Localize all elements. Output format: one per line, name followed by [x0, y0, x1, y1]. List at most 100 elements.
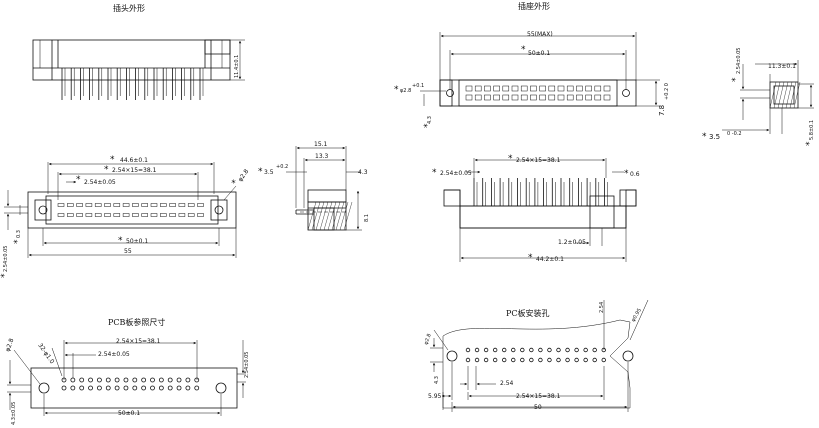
dim-pcbs-pitch-v: 2.54 — [599, 302, 605, 313]
pcb-hole — [123, 385, 129, 391]
pcb-hole — [176, 377, 182, 383]
socket-contact — [585, 85, 592, 92]
dim-socket-end-pitch: 2.54±0.05 — [736, 48, 742, 74]
pcb-plug-hole-grid — [61, 377, 200, 391]
dim-socket-front-pin: 0.6 — [630, 171, 640, 178]
dim-socket-end-width: 11.3±0.1 — [768, 63, 796, 70]
pin-contact — [132, 203, 139, 207]
dim-socket-front-offset: 1.2±0.05 — [558, 239, 586, 246]
pcb-socket-hole-grid — [465, 347, 606, 363]
pcb-hole — [601, 357, 606, 363]
socket-contact — [520, 85, 528, 92]
title-socket: 插座外形 — [518, 1, 550, 11]
star-13: * — [702, 132, 707, 142]
pin-contact — [76, 203, 83, 207]
dim-pcbs-pitch: 2.54 — [500, 380, 514, 387]
pin-contact — [122, 203, 130, 207]
pcb-hole — [538, 357, 543, 363]
dim-plug-height: 11.4±0.1 — [234, 55, 240, 78]
star-6: * — [0, 273, 10, 278]
pcb-hole — [547, 347, 552, 353]
title-pcb-plug: PCB板参照尺寸 — [108, 317, 165, 327]
dim-plug-inner: 44.6±0.1 — [120, 157, 148, 164]
pin-contact — [150, 203, 158, 207]
hatch-line — [327, 201, 337, 231]
pin-contact — [67, 203, 74, 207]
star-5: * — [118, 236, 123, 246]
star-15: * — [508, 154, 513, 164]
socket-contact — [603, 94, 611, 101]
dim-pcb-pitch-total: 2.54×15=38.1 — [116, 338, 161, 345]
pcb-hole — [565, 357, 570, 363]
plug-side-view: 11.4±0.1 — [32, 39, 245, 100]
title-pcb-socket: PC板安装孔 — [506, 308, 550, 318]
dim-socket-height-tol: +0.2 0 — [664, 83, 670, 100]
pcb-hole — [88, 385, 93, 391]
star-10: * — [394, 85, 399, 95]
socket-contact — [548, 85, 556, 92]
socket-contact — [502, 85, 510, 92]
hatch-line — [323, 201, 333, 231]
socket-contact — [484, 94, 491, 101]
dim-socket-end-h: 5.8±0.1 — [809, 120, 815, 140]
pin-contact — [160, 203, 167, 207]
dim-pcb-pitch: 2.54±0.05 — [98, 351, 130, 358]
pcb-hole — [123, 377, 129, 383]
star-7: * — [13, 239, 23, 244]
pcb-hole — [185, 385, 191, 391]
socket-front-pins — [473, 178, 608, 206]
pcb-hole — [185, 377, 191, 383]
hatch-line — [307, 201, 317, 231]
socket-contact — [576, 94, 583, 101]
socket-contact — [502, 94, 510, 101]
pcb-hole — [483, 357, 489, 363]
dim-socket-end-pin-tol: 0 -0.2 — [727, 131, 742, 137]
dim-end-d1: 15.1 — [314, 141, 328, 148]
star-4: * — [230, 178, 241, 188]
hatch-line — [769, 81, 777, 109]
pcb-hole — [492, 357, 498, 363]
dim-socket-max: 55(MAX) — [527, 31, 553, 38]
plug-end-view: 15.1 13.3 * 3.5 +0.2 4.3 8.1 — [258, 141, 370, 231]
socket-contact — [474, 94, 482, 101]
socket-contact — [511, 85, 519, 92]
dim-socket-mount: 50±0.1 — [528, 50, 550, 57]
dim-pcbs-margin: 5.95 — [428, 393, 442, 400]
socket-contact — [530, 85, 537, 92]
pcb-hole — [158, 377, 164, 383]
dim-pcb-row: 2.54±0.05 — [244, 352, 250, 378]
pcb-hole — [574, 357, 579, 363]
socket-end-view: 11.3±0.1 2.54±0.05 * * 3.5 0 -0.2 5.8±0.… — [702, 48, 815, 146]
dim-socket-front-pitch-total: 2.54×15=38.1 — [516, 157, 561, 164]
hatch-line — [319, 201, 329, 231]
socket-contact — [465, 94, 473, 101]
dim-socket-hole: φ2.8 — [400, 88, 411, 94]
pcb-hole — [474, 347, 480, 353]
hatch-line — [781, 81, 789, 109]
pcb-hole — [132, 385, 138, 391]
pcb-hole — [511, 357, 516, 363]
pin-contact — [132, 213, 139, 217]
pcb-hole — [114, 377, 120, 383]
pin-contact — [141, 203, 148, 207]
pin-contact — [76, 213, 83, 217]
socket-contact — [603, 85, 611, 92]
dim-socket-end-pin: 3.5 — [709, 133, 720, 141]
pcb-hole — [79, 385, 85, 391]
socket-end-hatch — [769, 81, 801, 109]
dim-plug-row: 2.54±0.05 — [3, 246, 9, 272]
pcb-hole — [70, 385, 76, 391]
pcb-hole — [141, 377, 147, 383]
dim-plug-pitch-total: 2.54×15=38.1 — [112, 167, 157, 174]
dim-socket-hole-tol: +0.1 — [412, 83, 424, 89]
pcb-hole — [529, 357, 534, 363]
dim-pcbs-edge: 4.3 — [434, 376, 440, 384]
pin-contact — [197, 213, 204, 217]
pin-contact — [104, 203, 111, 207]
pcb-hole — [167, 385, 173, 391]
dim-end-d3-tol: +0.2 — [276, 164, 288, 170]
pin-contact — [57, 213, 65, 217]
pcb-hole — [592, 347, 597, 353]
hatch-line — [315, 201, 325, 231]
